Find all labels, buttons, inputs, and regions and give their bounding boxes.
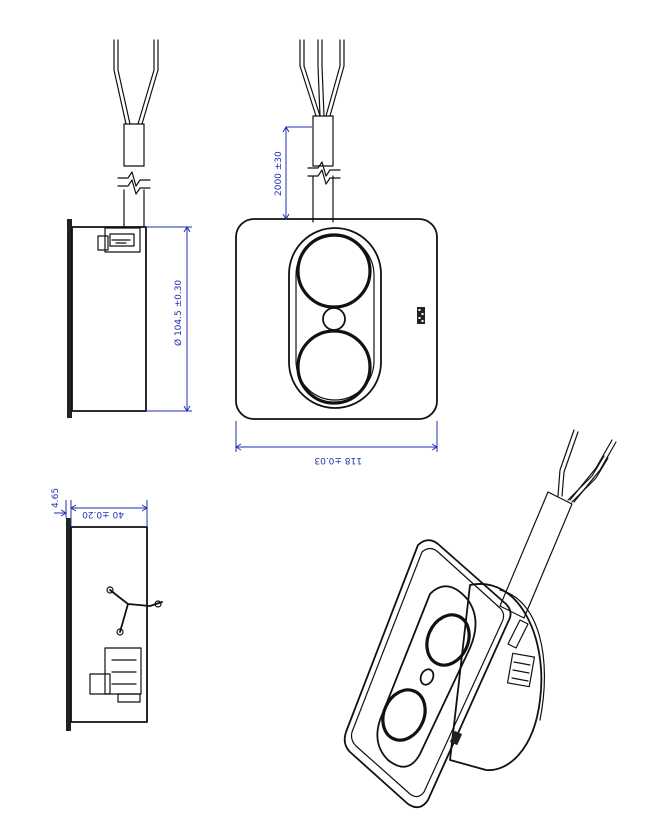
depth-body: [70, 526, 148, 723]
side-faceplate: [67, 219, 72, 418]
depth-label: 40 ±0.20: [82, 509, 124, 519]
thickness-dimension: 4.65: [51, 488, 72, 518]
iso-lower-speaker: [381, 688, 427, 742]
iso-stadium-recess: [376, 585, 477, 768]
front-upper-speaker: [296, 233, 372, 309]
iso-side-clip: [506, 652, 536, 688]
width-label: 118 ±0.03: [314, 455, 362, 465]
depth-spring-clip: [106, 586, 163, 636]
isometric-view: [343, 429, 617, 809]
side-body: [71, 226, 147, 412]
depth-bottom-clip: [89, 647, 142, 703]
depth-dimension: 40 ±0.20: [70, 500, 148, 527]
side-view: Ø 104.5 ±0.30: [67, 39, 192, 418]
front-logo-badge: [417, 307, 425, 324]
front-lower-speaker: [296, 329, 372, 405]
diameter-label: Ø 104.5 ±0.30: [173, 280, 184, 346]
iso-center-sensor: [419, 668, 435, 686]
cable-length-label: 2000 ±30: [274, 151, 284, 196]
front-plate: [235, 218, 438, 420]
thickness-label: 4.65: [51, 488, 61, 508]
depth-faceplate: [66, 518, 71, 731]
iso-rear-body: [449, 583, 543, 771]
iso-upper-speaker: [425, 613, 471, 667]
iso-cable: [499, 491, 573, 649]
front-stadium-recess: [288, 227, 382, 409]
width-dimension: 118 ±0.03: [235, 421, 438, 465]
depth-view: 4.65 40 ±0.20: [51, 488, 163, 731]
front-view: 2000 ±30 118 ±0.03: [235, 39, 438, 465]
iso-plate: [343, 539, 512, 809]
diameter-dimension: Ø 104.5 ±0.30: [146, 226, 192, 412]
front-center-sensor: [322, 307, 346, 331]
iso-logo-badge: [449, 730, 463, 746]
front-view-wires: [299, 39, 345, 223]
cable-length-dimension: 2000 ±30: [274, 126, 312, 220]
side-clip: [97, 227, 141, 253]
iso-wires: [557, 429, 617, 503]
